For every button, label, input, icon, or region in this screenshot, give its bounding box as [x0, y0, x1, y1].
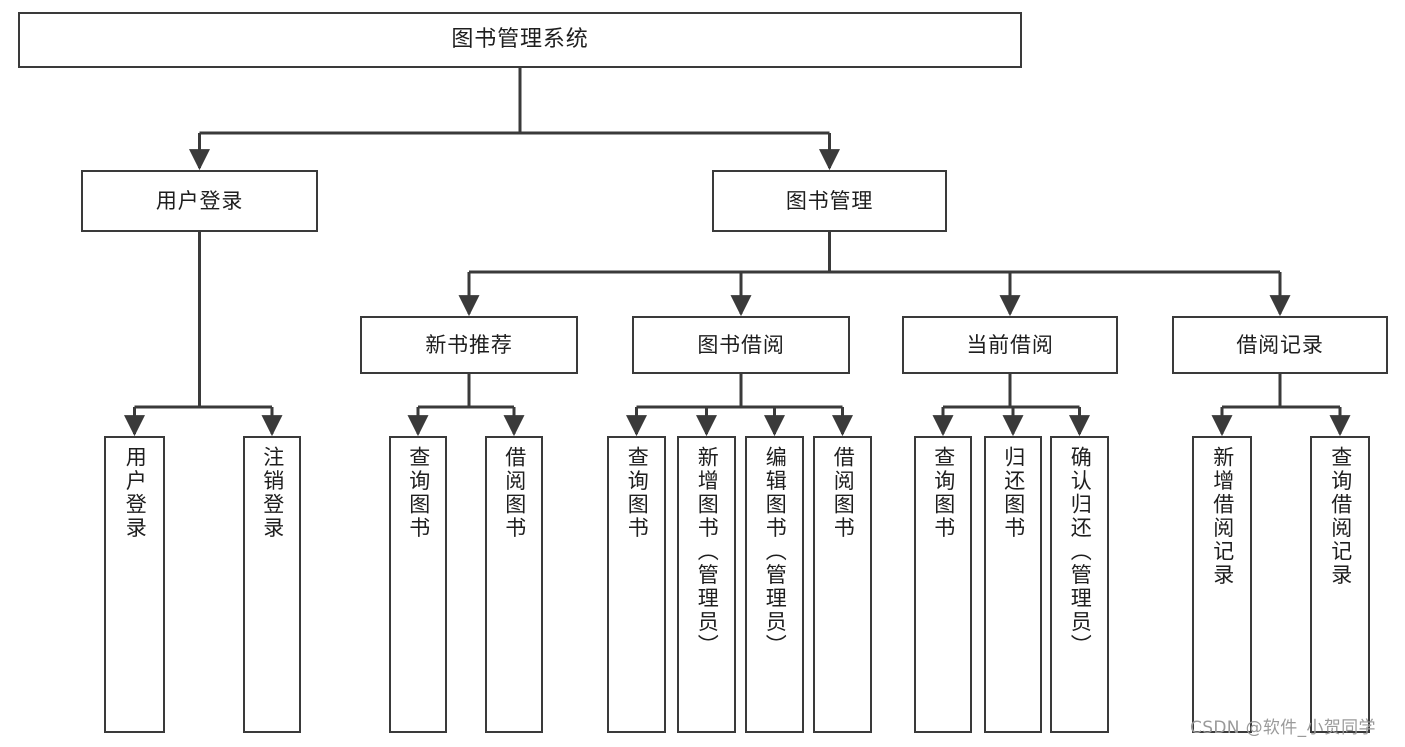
node-leaf-edit-book[interactable]: 编辑图书（管理员）	[745, 436, 804, 733]
node-label-leaf-edit-book: 编辑图书（管理员）	[763, 446, 788, 658]
node-leaf-add-record[interactable]: 新增借阅记录	[1192, 436, 1252, 733]
node-leaf-borrow-book-2[interactable]: 借阅图书	[813, 436, 872, 733]
node-label-user-login: 用户登录	[155, 188, 244, 213]
node-label-leaf-query-record: 查询借阅记录	[1328, 446, 1353, 588]
node-label-book-manage: 图书管理	[785, 188, 874, 213]
node-leaf-return-book[interactable]: 归还图书	[984, 436, 1042, 733]
csdn-watermark: CSDN @软件_小贺同学	[1190, 718, 1376, 738]
node-label-leaf-logout: 注销登录	[260, 446, 285, 541]
node-leaf-query-book-2[interactable]: 查询图书	[607, 436, 666, 733]
node-leaf-query-book-3[interactable]: 查询图书	[914, 436, 972, 733]
node-book-borrow[interactable]: 图书借阅	[632, 316, 850, 374]
node-label-leaf-add-record: 新增借阅记录	[1210, 446, 1235, 588]
node-label-leaf-borrow-book-1: 借阅图书	[502, 446, 527, 541]
node-user-login[interactable]: 用户登录	[81, 170, 318, 232]
node-label-leaf-return-book: 归还图书	[1001, 446, 1026, 541]
node-book-manage[interactable]: 图书管理	[712, 170, 947, 232]
node-label-new-book-rec: 新书推荐	[425, 332, 513, 357]
node-label-leaf-confirm-return: 确认归还（管理员）	[1068, 446, 1093, 658]
node-label-leaf-user-login: 用户登录	[123, 446, 148, 541]
node-borrow-records[interactable]: 借阅记录	[1172, 316, 1388, 374]
node-label-root: 图书管理系统	[451, 27, 589, 53]
node-label-book-borrow: 图书借阅	[697, 332, 785, 357]
node-leaf-add-book[interactable]: 新增图书（管理员）	[677, 436, 736, 733]
node-current-borrow[interactable]: 当前借阅	[902, 316, 1118, 374]
node-new-book-rec[interactable]: 新书推荐	[360, 316, 578, 374]
node-root[interactable]: 图书管理系统	[18, 12, 1022, 68]
node-label-leaf-query-book-2: 查询图书	[625, 446, 650, 541]
node-leaf-confirm-return[interactable]: 确认归还（管理员）	[1050, 436, 1109, 733]
node-label-current-borrow: 当前借阅	[966, 332, 1054, 357]
node-leaf-query-book-1[interactable]: 查询图书	[389, 436, 447, 733]
node-label-leaf-add-book: 新增图书（管理员）	[695, 446, 720, 658]
node-label-leaf-borrow-book-2: 借阅图书	[831, 446, 856, 541]
node-leaf-logout[interactable]: 注销登录	[243, 436, 301, 733]
node-leaf-user-login[interactable]: 用户登录	[104, 436, 165, 733]
node-label-borrow-records: 借阅记录	[1236, 332, 1324, 357]
node-leaf-query-record[interactable]: 查询借阅记录	[1310, 436, 1370, 733]
node-leaf-borrow-book-1[interactable]: 借阅图书	[485, 436, 543, 733]
node-label-leaf-query-book-1: 查询图书	[406, 446, 431, 541]
node-label-leaf-query-book-3: 查询图书	[931, 446, 956, 541]
